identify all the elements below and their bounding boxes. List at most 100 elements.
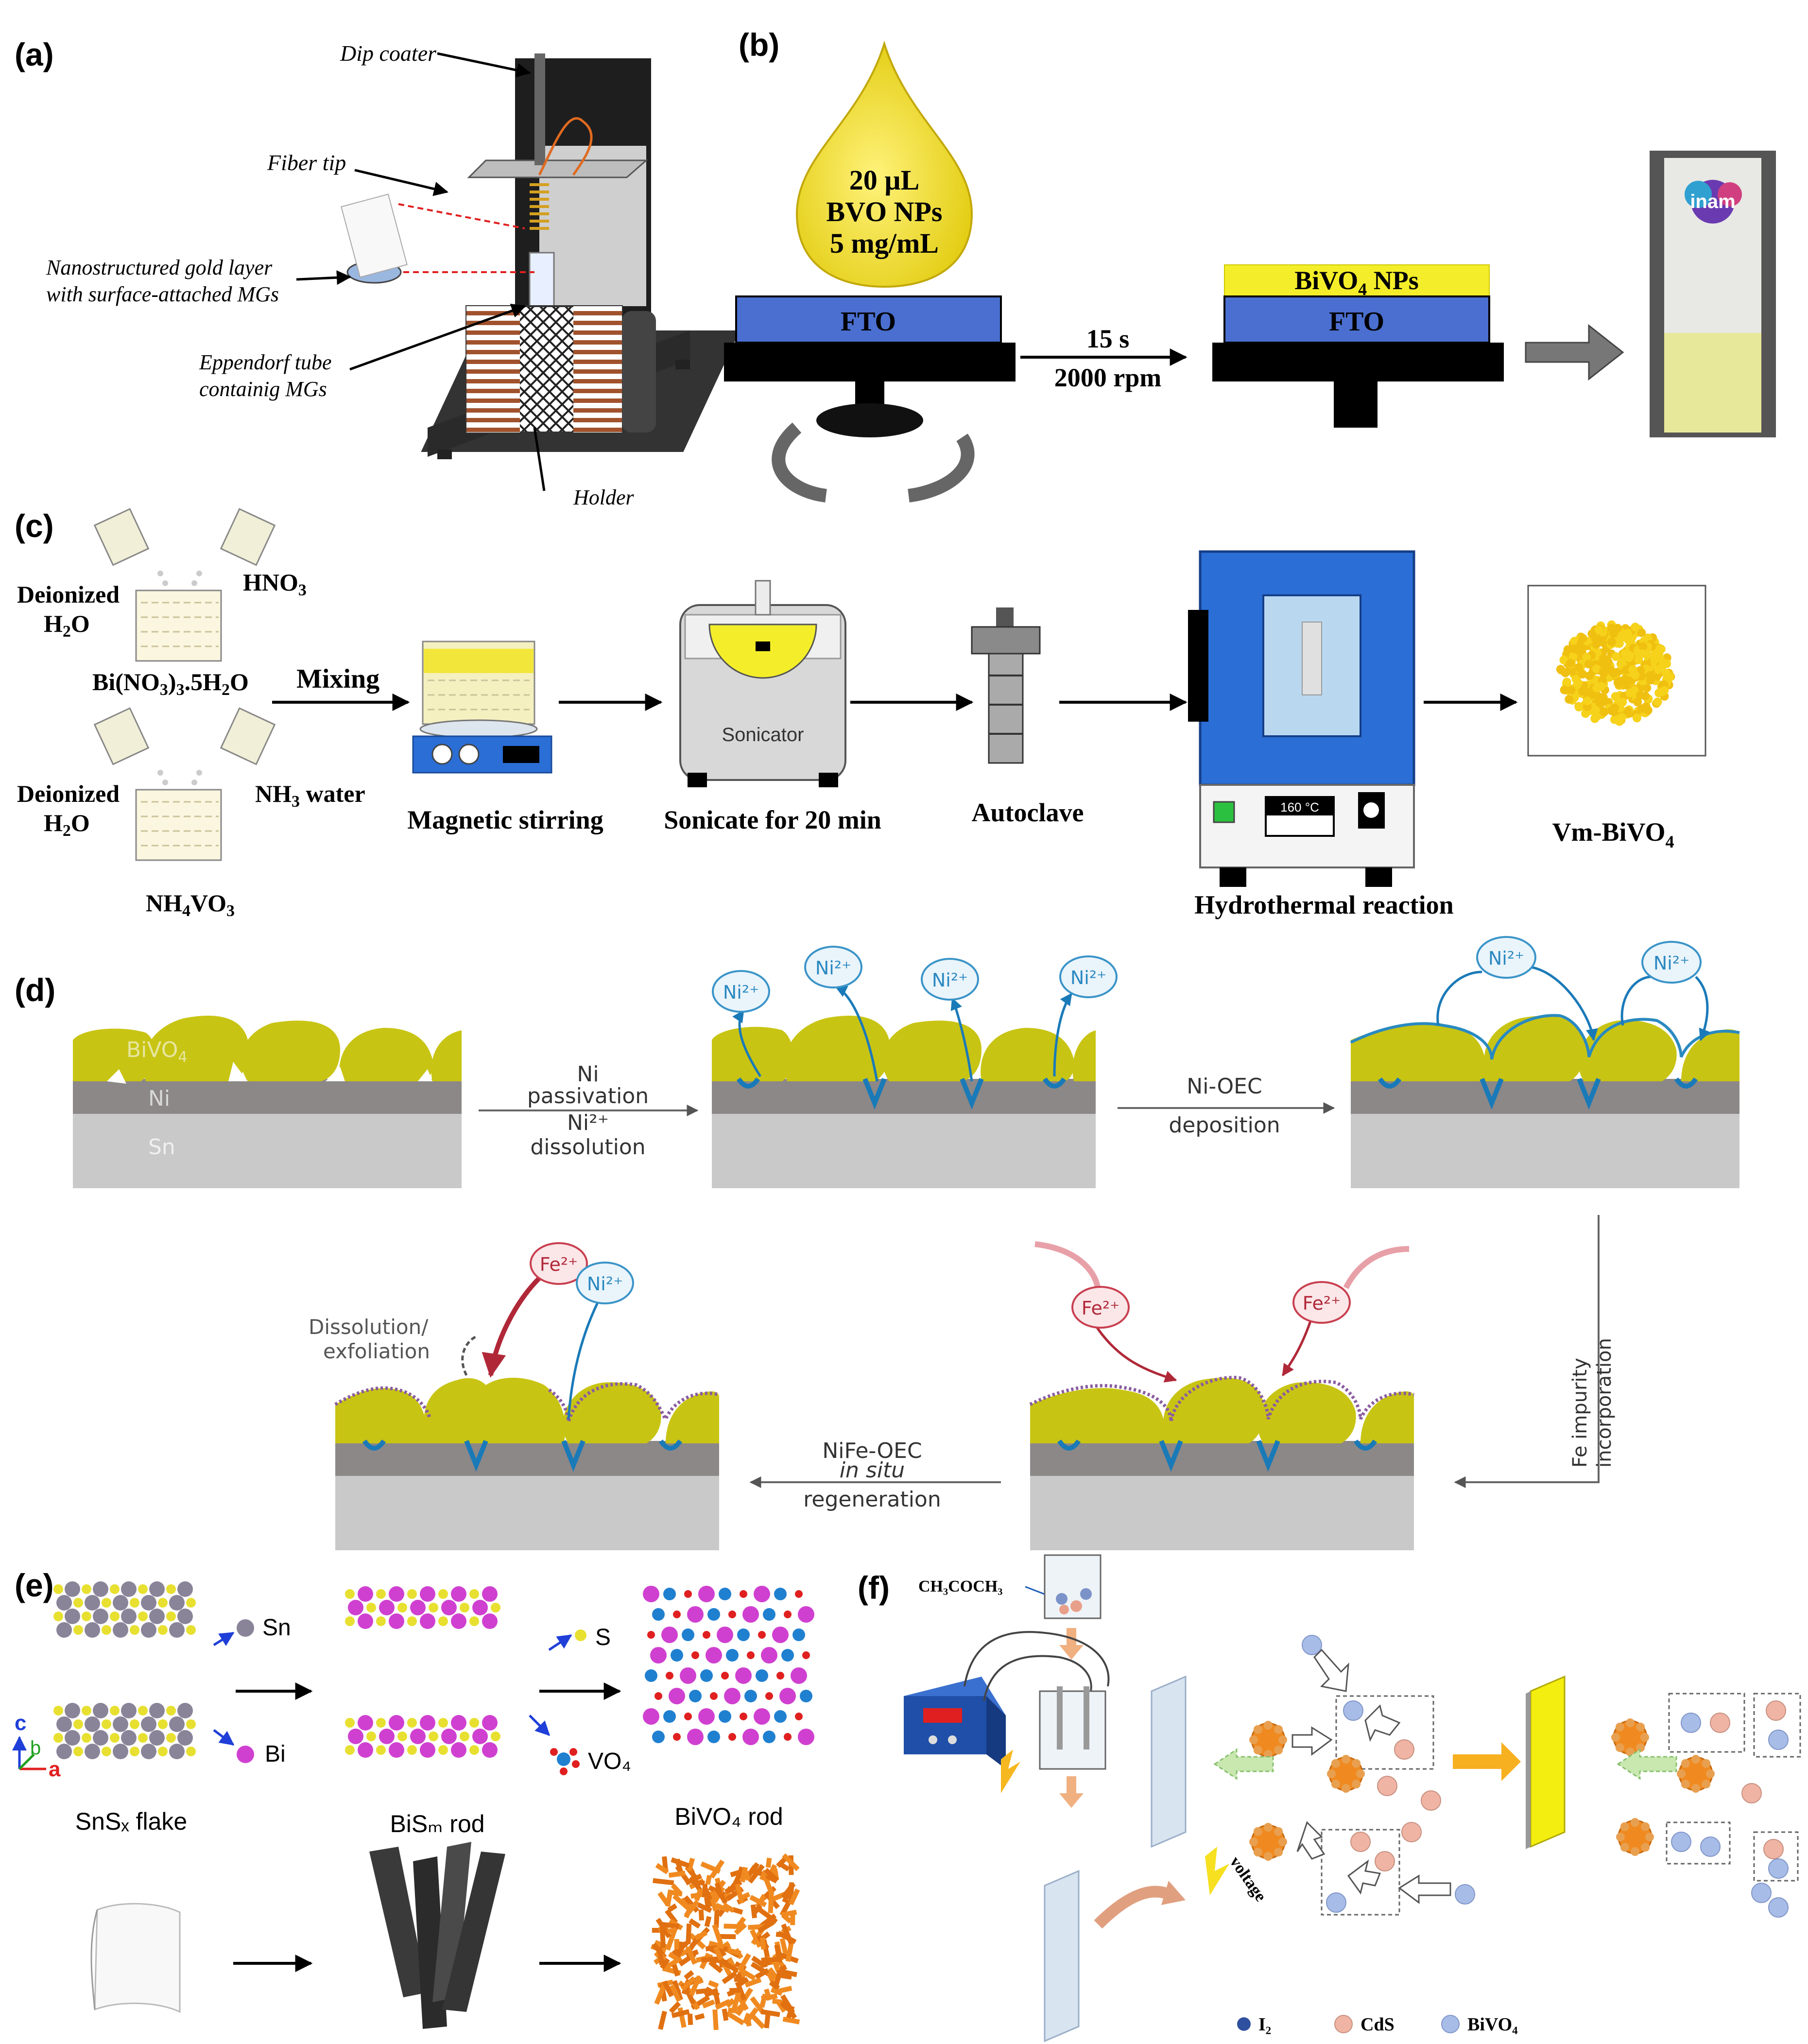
atom — [376, 1616, 386, 1626]
atom — [186, 1598, 196, 1608]
atom — [482, 1613, 498, 1629]
electrolysis-cell — [1039, 1690, 1106, 1770]
atom — [742, 1729, 759, 1745]
mixing-label: Mixing — [296, 664, 379, 694]
atom — [149, 1703, 165, 1718]
step1-line4: dissolution — [530, 1135, 645, 1160]
atom — [438, 1718, 448, 1728]
atom — [169, 1622, 185, 1638]
atom — [795, 1713, 803, 1720]
bivo4-rod-mark — [667, 1927, 677, 1934]
atom — [56, 1744, 72, 1759]
atom — [169, 1716, 185, 1732]
atom — [719, 1710, 731, 1723]
cds-particle — [1394, 1739, 1414, 1760]
particle — [1637, 628, 1646, 637]
atom — [774, 1588, 787, 1600]
atom — [710, 1692, 718, 1700]
fto-label-1: FTO — [841, 307, 896, 337]
atom — [647, 1631, 655, 1639]
atom — [643, 1708, 659, 1725]
bivo4-rod-mark — [668, 1952, 679, 1961]
bivo4-rod-mark — [735, 1883, 745, 1904]
bivo4-rod-mark — [689, 1975, 702, 1996]
atom — [740, 1590, 747, 1598]
water-label-1: H2O — [44, 610, 90, 641]
atom — [379, 1729, 395, 1744]
bivo4-film-label: BiVO4 NPs — [1294, 266, 1418, 299]
atom — [407, 1718, 417, 1728]
particle — [1578, 687, 1587, 696]
atom — [358, 1586, 373, 1602]
atom — [763, 1608, 775, 1621]
bivo4-rod-mark — [665, 1889, 673, 1907]
bivo4-film-suffix: NPs — [1367, 266, 1419, 295]
atom — [158, 1625, 168, 1635]
ni-layer-label: Ni — [148, 1086, 170, 1111]
bivo4-rod-mark — [785, 1941, 794, 1962]
sonicator-device — [679, 580, 846, 787]
bivo4-rod-mark — [749, 2012, 766, 2029]
bivo4-rod-mark — [731, 1989, 742, 2010]
atom — [687, 1606, 704, 1623]
atom — [795, 1590, 803, 1598]
atom — [482, 1742, 498, 1758]
atom — [158, 1747, 168, 1756]
bi-salt-label: Bi(NO3)3.5H2O — [92, 668, 249, 699]
atom — [345, 1718, 355, 1728]
atom — [451, 1613, 466, 1629]
atom — [700, 1669, 713, 1682]
bivo4-rod-mark — [781, 1923, 794, 1945]
particle — [1560, 685, 1569, 694]
bare-plate-bottom — [1044, 1870, 1080, 2043]
composite-particle — [1249, 1823, 1287, 1861]
atom — [82, 1733, 91, 1743]
bivo4-rod-mark — [742, 2012, 751, 2024]
atom — [792, 1628, 805, 1641]
atom — [65, 1730, 80, 1746]
atom — [645, 1669, 657, 1682]
bivo4-rod-mark — [655, 1918, 672, 1939]
atom — [460, 1603, 469, 1612]
bivo4-rod-mark — [684, 1970, 694, 1980]
atom — [93, 1609, 108, 1624]
product-text: Vm-BiVO — [1552, 817, 1666, 847]
bivo4-rod-mark — [702, 1884, 708, 1898]
bivo4-rod-mark — [725, 2011, 745, 2026]
dissolution-line1: Dissolution/ — [309, 1315, 429, 1339]
panel-a: (a) Dip coater — [15, 36, 740, 509]
particle — [1638, 649, 1647, 658]
nh4vo3-b: VO — [190, 889, 226, 917]
nh3-text: NH — [255, 780, 292, 807]
atom — [85, 1595, 100, 1611]
atom — [441, 1600, 457, 1615]
atom — [707, 1608, 720, 1621]
bivo4-layer-sub: 4 — [178, 1049, 187, 1066]
ni-ion-7: Ni²⁺ — [587, 1273, 623, 1295]
atom — [56, 1622, 72, 1638]
atom — [469, 1616, 479, 1626]
particle — [1623, 707, 1632, 716]
bivo4-rod-mark — [726, 1947, 741, 1956]
atom — [397, 1603, 407, 1612]
dissolution-line2: exfoliation — [323, 1339, 430, 1363]
bivo4-rod-mark — [758, 1907, 778, 1924]
motion-arrow — [1296, 1821, 1326, 1860]
particle — [1662, 659, 1671, 668]
particle — [1583, 696, 1592, 706]
bivo4-rod-mark — [781, 1909, 797, 1918]
legend-cds-text: CdS — [1360, 2014, 1395, 2035]
atom — [410, 1600, 426, 1615]
particle — [1653, 665, 1663, 674]
atom — [376, 1589, 386, 1599]
bivo4-rod-mark — [668, 1871, 686, 1878]
bivo4-particle — [1302, 1635, 1322, 1655]
bivo4-rod-mark — [737, 1964, 747, 1978]
bivo4-rod-mark — [680, 1976, 696, 1992]
acetone-label: CH₃COCH₃ — [918, 1577, 1002, 1595]
panel-f: (f) CH₃COCH₃ voltage — [858, 1554, 1801, 2043]
green-arrow-1 — [1213, 1748, 1274, 1780]
atom — [397, 1732, 407, 1741]
atom — [758, 1631, 766, 1639]
